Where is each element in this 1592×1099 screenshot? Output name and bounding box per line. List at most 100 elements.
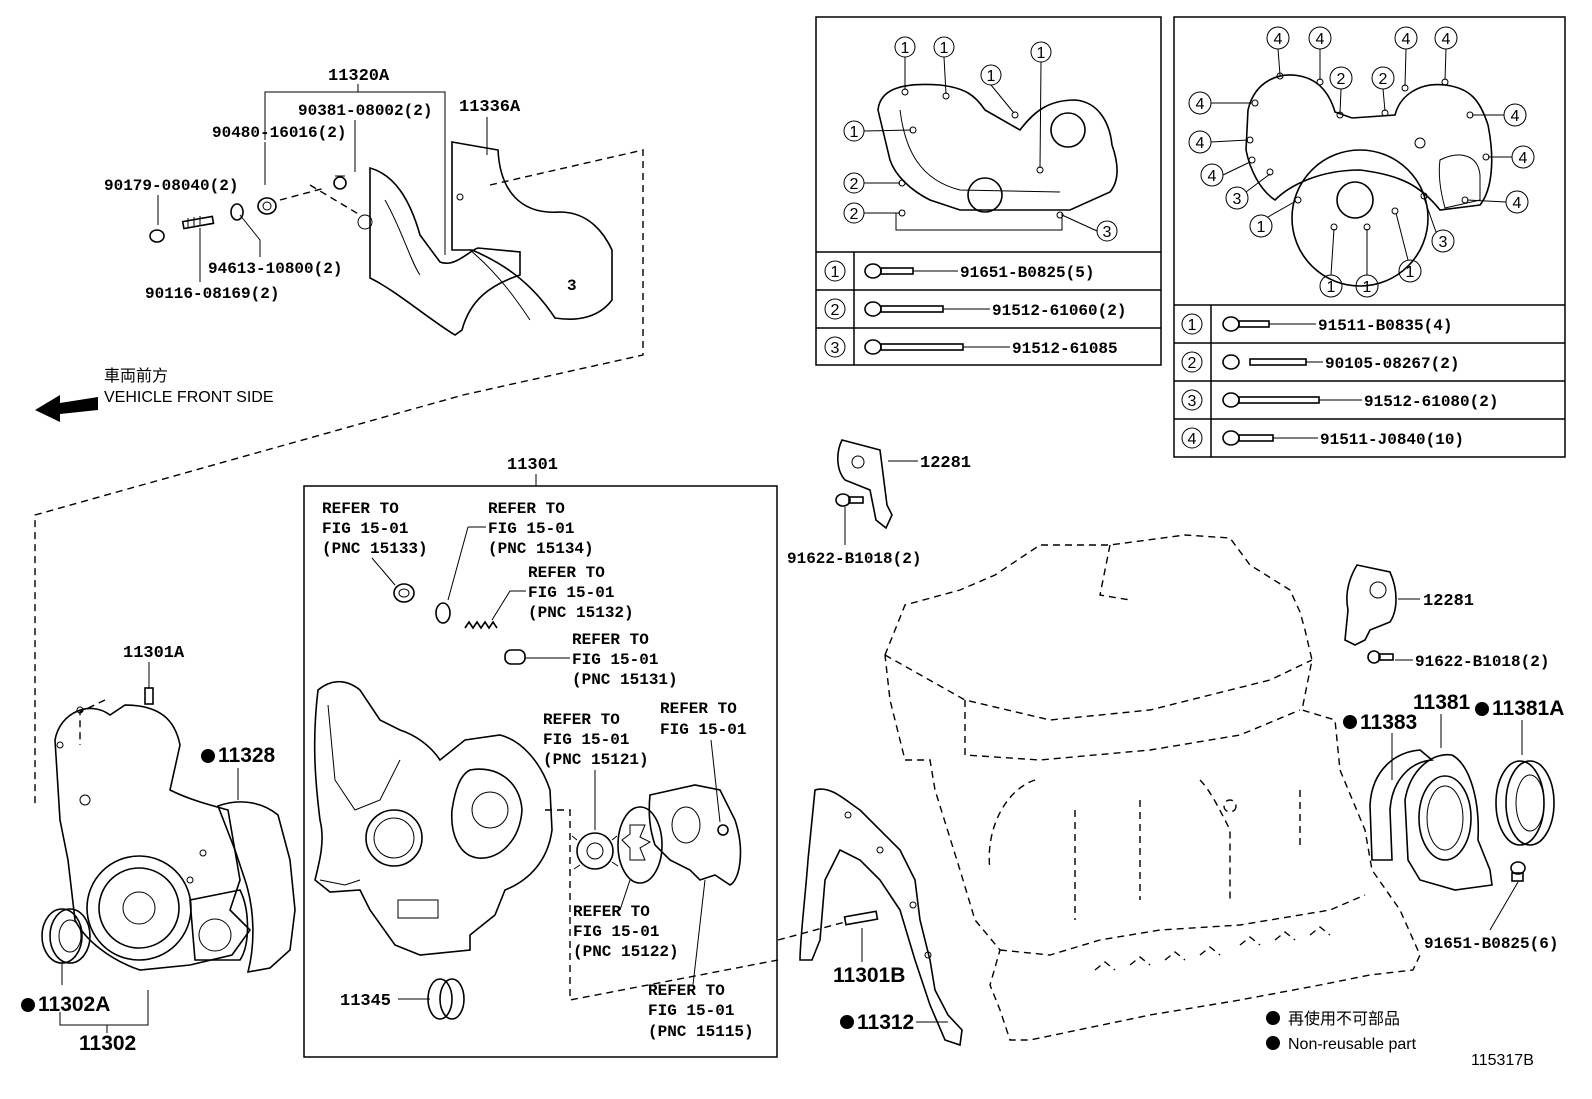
label-11345[interactable]: 11345 (340, 992, 391, 1011)
relief-plug[interactable] (393, 583, 415, 603)
part-91512-61085: 91512-61085 (1012, 340, 1118, 358)
timing-case-outline[interactable] (877, 83, 1118, 211)
svg-text:4: 4 (1188, 431, 1197, 448)
label-11302[interactable]: 11302 (79, 1032, 136, 1055)
label-91651-B0825[interactable]: 91651-B0825(6) (1424, 935, 1558, 953)
engine-hanger-12281-a[interactable] (837, 439, 893, 530)
bolt-row-1-3[interactable]: 3 91512-61085 (824, 336, 1118, 358)
label-11383[interactable]: 11383 (1360, 711, 1417, 734)
label-11302A[interactable]: 11302A (38, 993, 110, 1016)
label-11381[interactable]: 11381 (1413, 691, 1471, 714)
label-90179[interactable]: 90179-08040(2) (104, 177, 238, 195)
ref-15134[interactable]: REFER TO FIG 15-01 (PNC 15134) (488, 500, 594, 558)
oil-seal-11345[interactable] (427, 978, 465, 1020)
gasket-11328[interactable] (216, 801, 296, 974)
svg-text:1: 1 (940, 40, 949, 57)
relief-spring[interactable] (464, 620, 498, 630)
washer-94613[interactable] (230, 203, 244, 221)
label-11336A[interactable]: 11336A (459, 98, 521, 117)
svg-text:1: 1 (1188, 317, 1197, 334)
ref-15121[interactable]: REFER TO FIG 15-01 (PNC 15121) (543, 711, 649, 769)
label-90381[interactable]: 90381-08002(2) (298, 102, 432, 120)
svg-text:REFER TO: REFER TO (488, 500, 565, 518)
svg-text:1: 1 (831, 264, 840, 281)
part-91512-61080: 91512-61080(2) (1364, 393, 1498, 411)
svg-text:(PNC 15132): (PNC 15132) (528, 604, 634, 622)
collar-90480[interactable] (257, 197, 277, 215)
right-parts: 11301B 11312 11383 11381 11381A 91651-B0… (777, 691, 1564, 1047)
engine-hanger-12281-b[interactable] (1344, 564, 1397, 646)
svg-text:(PNC 15133): (PNC 15133) (322, 540, 428, 558)
front-label-en: VEHICLE FRONT SIDE (104, 389, 274, 406)
label-11301[interactable]: 11301 (507, 456, 558, 475)
retainer-11381[interactable] (1404, 753, 1493, 891)
bolt-row-2-3[interactable]: 3 91512-61080(2) (1181, 389, 1498, 411)
legend: 再使用不可部品 Non-reusable part 115317B (1266, 1010, 1534, 1069)
bolt-row-1-2[interactable]: 2 91512-61060(2) (824, 298, 1126, 320)
cover-11320A[interactable] (369, 166, 521, 336)
cover-11336A[interactable] (451, 141, 613, 320)
svg-text:1: 1 (850, 124, 859, 141)
ref-15133[interactable]: REFER TO FIG 15-01 (PNC 15133) (322, 500, 428, 558)
gasket-11383[interactable] (1369, 749, 1434, 861)
label-12281-b[interactable]: 12281 (1423, 592, 1474, 611)
front-cover-11302[interactable] (54, 704, 252, 971)
svg-text:3: 3 (1439, 234, 1448, 251)
timing-gear-case-11301[interactable] (313, 680, 553, 956)
label-12281-a[interactable]: 12281 (920, 454, 971, 473)
label-11381A[interactable]: 11381A (1492, 697, 1564, 720)
bolt-row-2-2[interactable]: 2 90105-08267(2) (1181, 351, 1459, 373)
gasket-11312[interactable] (799, 788, 963, 1047)
figure-id: 115317B (1471, 1052, 1534, 1069)
svg-text:3: 3 (1188, 393, 1197, 410)
screw-small[interactable] (717, 824, 729, 836)
label-94613[interactable]: 94613-10800(2) (208, 260, 342, 278)
svg-text:3: 3 (1233, 191, 1242, 208)
svg-text:2: 2 (850, 206, 859, 223)
stud-90116[interactable] (181, 215, 215, 230)
stud-11301B[interactable] (843, 910, 879, 926)
svg-text:(PNC 15121): (PNC 15121) (543, 751, 649, 769)
bolt-row-2-1[interactable]: 1 91511-B0835(4) (1181, 313, 1452, 335)
svg-text:4: 4 (1274, 31, 1283, 48)
label-11301A[interactable]: 11301A (123, 644, 185, 663)
pin-11301A[interactable] (144, 687, 154, 705)
label-11301B[interactable]: 11301B (833, 964, 905, 987)
label-91622-a[interactable]: 91622-B1018(2) (787, 550, 921, 568)
ref-fig[interactable]: REFER TO FIG 15-01 (660, 700, 746, 739)
front-label-jp: 車両前方 (104, 367, 168, 385)
label-90116[interactable]: 90116-08169(2) (145, 285, 279, 303)
ref-15131[interactable]: REFER TO FIG 15-01 (PNC 15131) (572, 631, 678, 689)
front-cover-outline[interactable] (1245, 74, 1493, 211)
svg-text:3: 3 (1103, 224, 1112, 241)
gasket-ring[interactable] (435, 602, 451, 624)
oil-seal-11302A[interactable] (41, 908, 91, 964)
pump-rotor[interactable] (617, 806, 663, 884)
label-91622-b[interactable]: 91622-B1018(2) (1415, 653, 1549, 671)
ref-15122[interactable]: REFER TO FIG 15-01 (PNC 15122) (573, 903, 679, 961)
svg-text:REFER TO: REFER TO (572, 631, 649, 649)
ref-15132[interactable]: REFER TO FIG 15-01 (PNC 15132) (528, 564, 634, 622)
rear-oil-seal-11381A[interactable] (1495, 760, 1555, 846)
bolt-row-1-1[interactable]: 1 91651-B0825(5) (824, 260, 1094, 282)
label-11312[interactable]: 11312 (857, 1011, 914, 1034)
svg-text:4: 4 (1519, 150, 1528, 167)
drive-gear[interactable] (571, 832, 619, 870)
label-11328[interactable]: 11328 (218, 744, 276, 767)
bolt-91651[interactable] (1510, 861, 1526, 882)
bolt-91622-b[interactable] (1367, 650, 1394, 664)
bolt-90381[interactable] (333, 175, 347, 190)
bolt-91622-a[interactable] (835, 493, 864, 507)
svg-text:1: 1 (1406, 264, 1415, 281)
bolt-row-2-4[interactable]: 4 91511-J0840(10) (1181, 427, 1464, 449)
pump-cover[interactable] (648, 784, 742, 886)
label-90480[interactable]: 90480-16016(2) (212, 124, 346, 142)
relief-valve[interactable] (504, 649, 526, 665)
nut-90179[interactable] (149, 229, 165, 243)
non-reusable-dot (21, 998, 35, 1012)
svg-text:FIG 15-01: FIG 15-01 (660, 721, 746, 739)
svg-text:REFER TO: REFER TO (660, 700, 737, 718)
label-11320A[interactable]: 11320A (328, 67, 390, 86)
ref-15115[interactable]: REFER TO FIG 15-01 (PNC 15115) (648, 982, 754, 1041)
